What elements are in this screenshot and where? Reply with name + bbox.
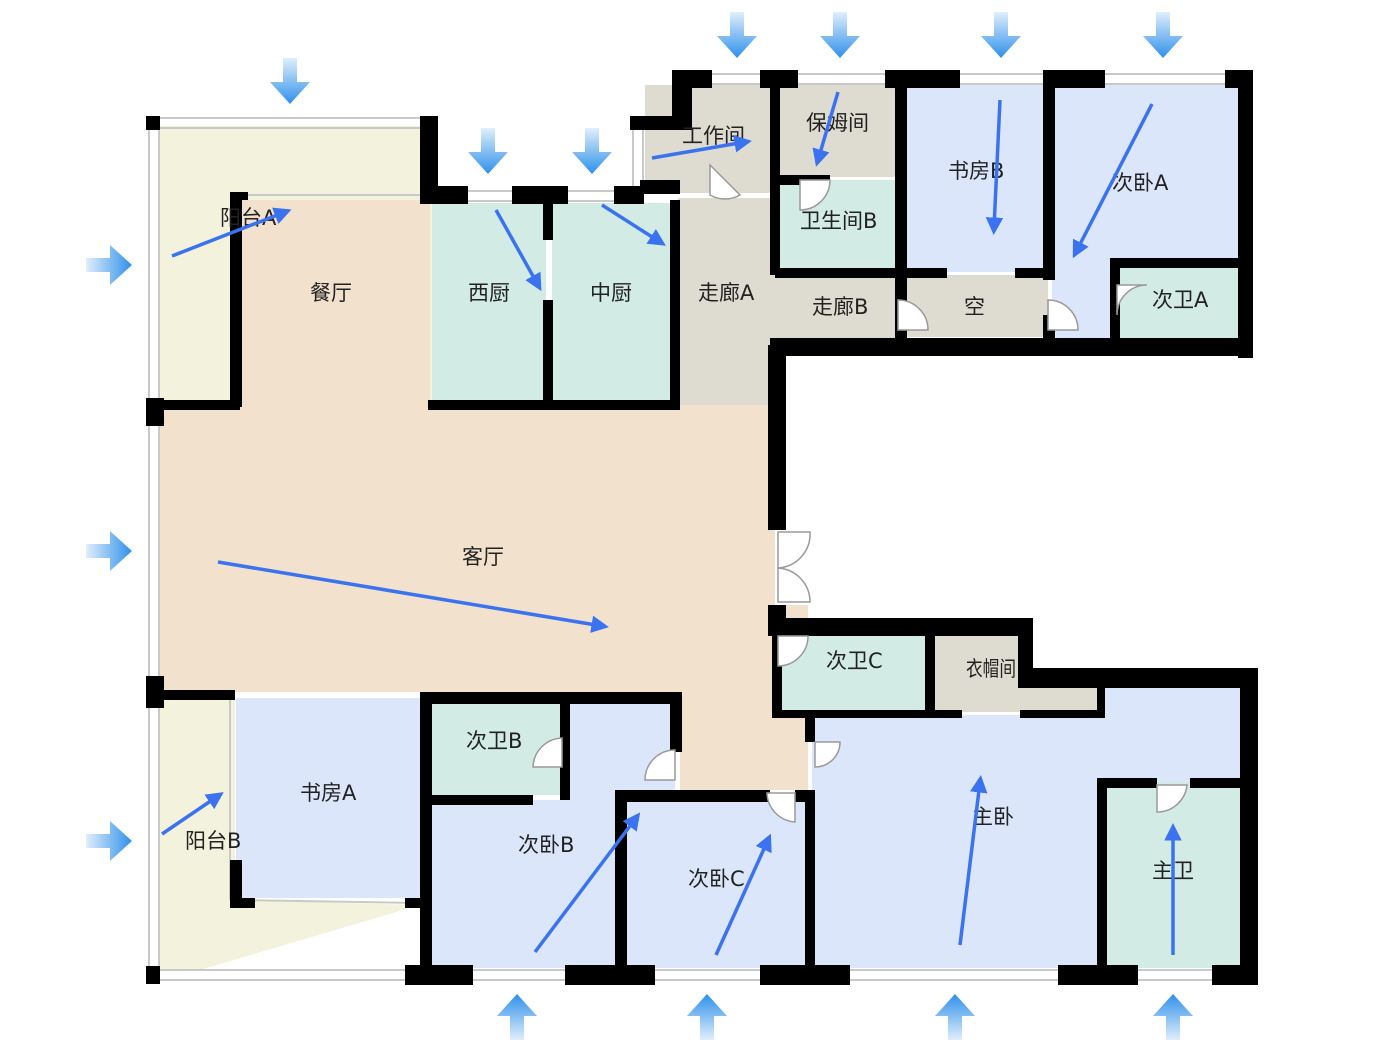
wind-inflow-arrow-icon (820, 12, 860, 58)
wind-inflow-arrow-icon (935, 994, 975, 1040)
airflow-arrow-icon (171, 207, 292, 258)
label-living-room: 客厅 (462, 545, 504, 569)
label-corridor-b: 走廊B (812, 295, 868, 319)
airflow-arrow-icon (1072, 103, 1154, 259)
dining-area (237, 200, 430, 410)
door-swing-icon (766, 792, 796, 823)
nanny-room-area (780, 85, 898, 177)
door-swing-icon (532, 737, 563, 768)
airflow-arrow-icon (651, 135, 752, 160)
label-chinese-kitchen: 中厨 (590, 281, 632, 305)
window-west-middle (148, 425, 160, 680)
wind-inflow-arrow-icon (468, 128, 508, 174)
label-bath-a: 次卫A (1152, 288, 1209, 312)
room-labels: 阳台A 餐厅 西厨 中厨 工作间 保姆间 卫生间B 书房B 次卧A 次卫A 空 … (185, 111, 1209, 891)
wind-inflow-arrow-icon (86, 821, 132, 861)
door-swing-icon (799, 179, 831, 211)
western-kitchen-area (432, 203, 546, 403)
wind-inflow-arrow-icon (687, 994, 727, 1040)
window-workroom-side (632, 125, 644, 190)
room-fills (158, 85, 1240, 970)
label-closet: 衣帽间 (966, 657, 1016, 681)
window-balcony-a-top (160, 117, 422, 129)
bedroom-b-area (430, 700, 675, 968)
airflow-arrow-icon (985, 99, 1004, 235)
master-bedroom-area (812, 682, 1240, 968)
window-west-bottom (148, 708, 160, 968)
bath-b-area (430, 700, 562, 795)
door-swing-icon (644, 749, 676, 781)
label-bedroom-b: 次卧B (518, 833, 574, 857)
wind-inflow-arrow-icon (270, 58, 310, 104)
door-swing-icon (1116, 284, 1148, 316)
closet-area (934, 632, 1100, 712)
label-bath-b: 次卫B (466, 729, 522, 753)
bedroom-a-area (1052, 85, 1240, 338)
study-a-area (236, 698, 422, 898)
label-empty: 空 (964, 295, 985, 319)
corridor-b-area (775, 270, 900, 342)
label-balcony-b: 阳台B (185, 829, 241, 853)
door-swing-icon (814, 741, 841, 768)
door-swing-icon (1156, 784, 1188, 813)
airflow-arrow-icon (533, 812, 641, 954)
entrance-door-bottom-icon (777, 567, 811, 603)
wind-inflow-arrows (86, 12, 1193, 1040)
wind-inflow-arrow-icon (497, 994, 537, 1040)
airflow-arrow-icon (812, 91, 840, 167)
label-bedroom-a: 次卧A (1112, 171, 1169, 195)
entrance-door-top-icon (777, 531, 811, 569)
airflow-arrow-icon (958, 775, 988, 946)
empty-area (905, 275, 1048, 337)
label-bath-c: 次卫C (826, 649, 883, 673)
airflow-arrow-icon (161, 792, 224, 836)
label-bathroom-b: 卫生间B (800, 209, 877, 233)
wind-inflow-arrow-icon (981, 12, 1021, 58)
door-swing-icon (777, 635, 809, 667)
corridor-a-area (678, 198, 780, 405)
airflow-arrow-icon (494, 209, 542, 292)
doors (532, 163, 1188, 823)
label-nanny-room: 保姆间 (806, 111, 869, 135)
wind-inflow-arrow-icon (1143, 12, 1183, 58)
label-study-a: 书房A (300, 781, 357, 805)
label-bedroom-c: 次卧C (688, 867, 745, 891)
wind-inflow-arrow-icon (86, 531, 132, 571)
label-dining: 餐厅 (310, 281, 352, 305)
study-b-area (905, 85, 1045, 272)
wind-inflow-arrow-icon (572, 128, 612, 174)
walls (146, 70, 1258, 985)
door-swing-icon (1047, 299, 1079, 331)
airflow-arrow-icon (714, 833, 772, 956)
door-swing-icon (709, 163, 742, 200)
wind-inflow-arrow-icon (717, 12, 757, 58)
airflow-arrow-icon (601, 203, 666, 246)
label-western-kitchen: 西厨 (468, 281, 510, 305)
window-west-top (148, 130, 160, 400)
airflow-arrow-icon (217, 560, 609, 633)
bedroom-c-area (625, 795, 808, 968)
label-master-bedroom: 主卧 (972, 805, 1014, 829)
wind-inflow-arrow-icon (1153, 994, 1193, 1040)
bath-a-area (1117, 265, 1238, 339)
door-swing-icon (897, 299, 929, 331)
wind-inflow-arrow-icon (86, 245, 132, 285)
label-corridor-a: 走廊A (698, 281, 755, 305)
airflow-arrows (161, 91, 1182, 956)
balcony-b-area (158, 700, 420, 970)
